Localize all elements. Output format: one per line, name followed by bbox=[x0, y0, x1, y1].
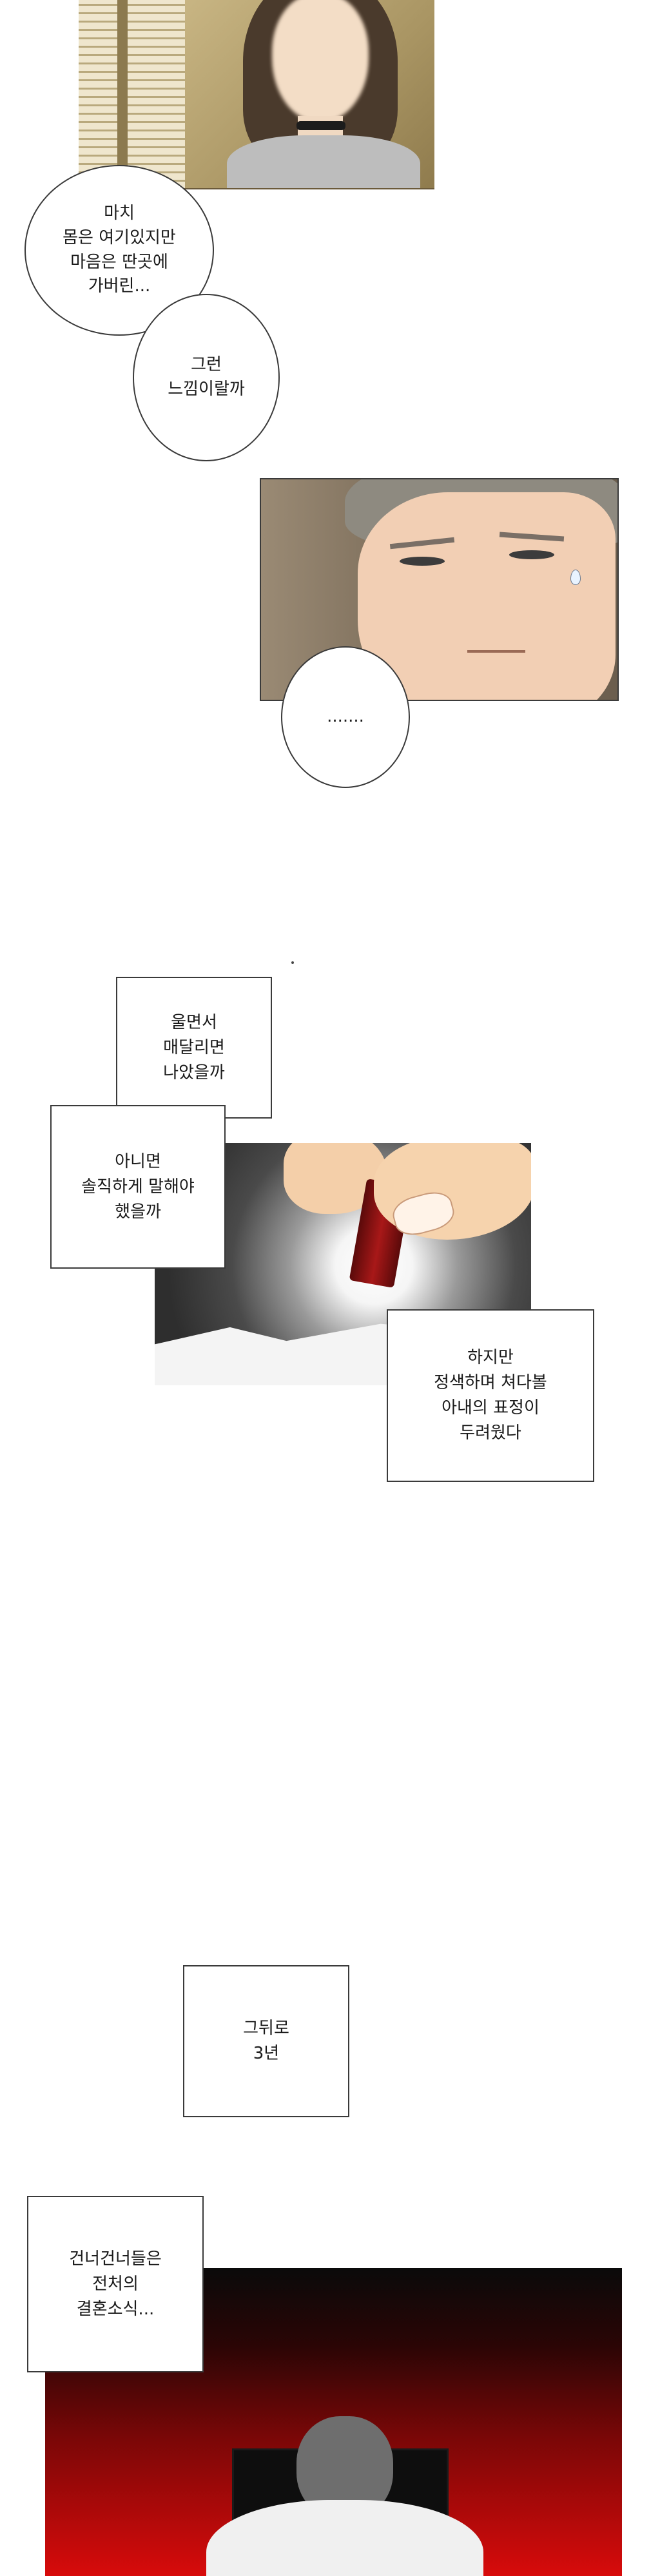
panel-red-scene bbox=[45, 2268, 622, 2576]
window-frame bbox=[117, 0, 128, 188]
narration-box-5: 건너건너들은 전처의 결혼소식... bbox=[27, 2196, 204, 2372]
man-shoulders bbox=[206, 2500, 483, 2576]
narration-box-2: 아니면 솔직하게 말해야 했을까 bbox=[50, 1105, 226, 1269]
man-eye-left bbox=[400, 557, 445, 566]
window-blinds bbox=[79, 0, 185, 188]
narration-box-1: 울면서 매달리면 나았을까 bbox=[116, 977, 272, 1119]
speech-bubble-2: 그런 느낌이랄까 bbox=[133, 294, 280, 461]
panel-woman-by-blinds bbox=[79, 0, 434, 189]
sweat-drop-icon bbox=[570, 570, 581, 585]
narration-box-3: 하지만 정색하며 쳐다볼 아내의 표정이 두려웠다 bbox=[387, 1309, 594, 1482]
woman-face-blurred bbox=[272, 0, 369, 122]
woman-shirt bbox=[227, 135, 420, 188]
man-mouth bbox=[467, 650, 525, 653]
choker-necklace bbox=[296, 121, 345, 130]
speech-bubble-ellipsis: ....... bbox=[281, 646, 410, 788]
stray-mark bbox=[291, 961, 294, 964]
man-face bbox=[358, 492, 616, 700]
man-eye-right bbox=[509, 550, 554, 559]
narration-box-4: 그뒤로 3년 bbox=[183, 1965, 349, 2117]
